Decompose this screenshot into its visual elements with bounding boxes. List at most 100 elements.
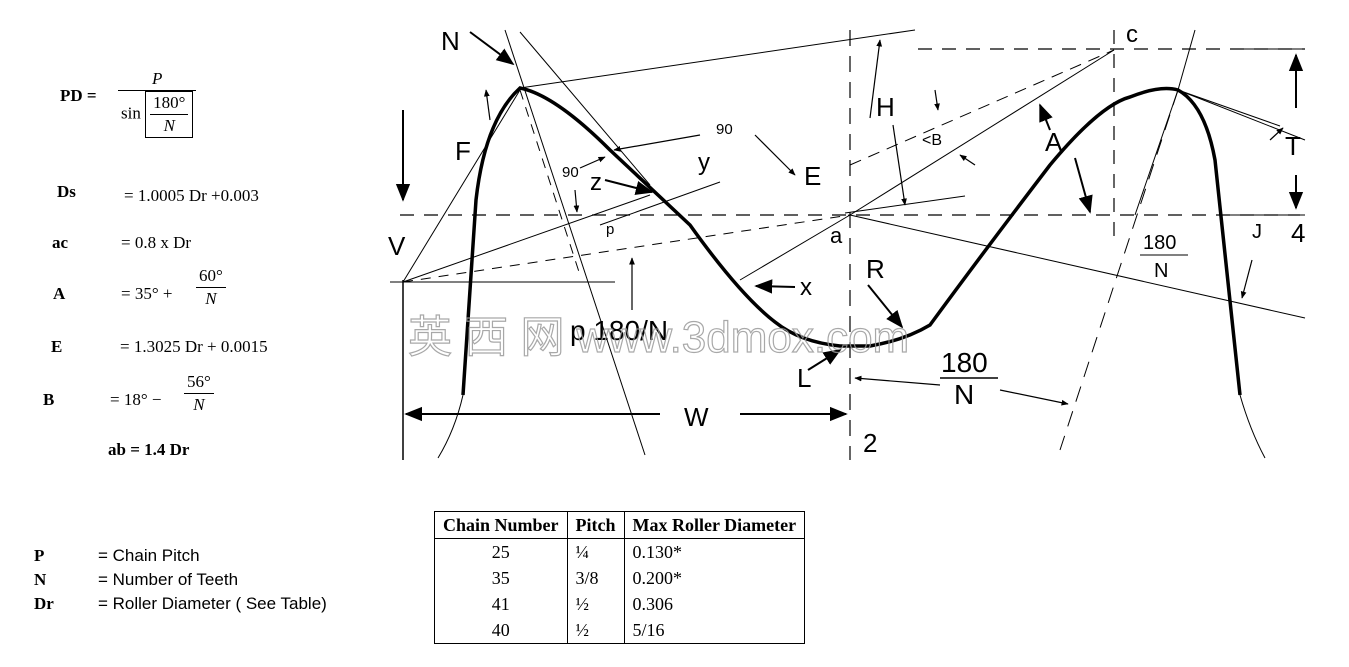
label-180-small-num: 180 xyxy=(1143,232,1176,254)
label-h: H xyxy=(876,92,895,122)
label-v: V xyxy=(388,231,406,261)
label-f: F xyxy=(455,136,471,166)
construction-line xyxy=(1177,89,1281,127)
ab-equation: ab = 1.4 Dr xyxy=(108,440,189,460)
label-l: L xyxy=(797,363,811,393)
header-chain-number: Chain Number xyxy=(434,511,568,539)
arrow-j-top xyxy=(1269,127,1284,141)
table-cell: 35 xyxy=(434,565,568,591)
label-a: a xyxy=(830,223,843,248)
arrow-z xyxy=(604,179,654,195)
b-denominator: N xyxy=(193,395,205,414)
table-cell: ¼ xyxy=(566,538,625,565)
construction-line xyxy=(1177,89,1306,141)
b-numerator: 56° xyxy=(184,371,214,394)
a-label: A xyxy=(53,284,66,303)
construction-line xyxy=(1059,89,1179,451)
b-label: B xyxy=(43,390,55,409)
construction-line xyxy=(402,89,521,283)
label-c: c xyxy=(1126,21,1138,48)
construction-line xyxy=(739,214,851,281)
arrow-l xyxy=(807,349,842,371)
label-e: E xyxy=(804,161,821,191)
table-cell: 0.306 xyxy=(623,591,806,617)
table-cell: 0.130* xyxy=(623,538,806,565)
legend-key: Dr xyxy=(34,594,54,613)
pd-sin: sin xyxy=(121,103,141,123)
a-equation: = 35° + xyxy=(121,284,173,303)
header-max-roller: Max Roller Diameter xyxy=(623,511,806,539)
pd-inner-den: N xyxy=(163,116,175,135)
legend-value: = Roller Diameter ( See Table) xyxy=(98,594,327,613)
e-label: E xyxy=(51,337,63,356)
arrow-180n-left xyxy=(854,375,941,386)
arrow-b-bottom xyxy=(959,154,976,166)
arrow-r xyxy=(867,284,904,329)
label-4: 4 xyxy=(1291,218,1305,248)
ac-equation: = 0.8 x Dr xyxy=(121,233,192,252)
arrow-x xyxy=(754,279,796,294)
arrow-e xyxy=(754,134,796,176)
construction-line xyxy=(599,181,721,226)
table-header-row: Chain Number Pitch Max Roller Diameter xyxy=(434,511,806,539)
label-r: R xyxy=(866,254,885,284)
label-n: N xyxy=(441,26,460,56)
construction-line xyxy=(519,31,651,186)
arrow-90-left-a xyxy=(579,156,606,169)
label-90-left: 90 xyxy=(562,164,579,181)
construction-line xyxy=(1177,29,1196,91)
ab-text: ab = 1.4 Dr xyxy=(108,440,190,459)
table-cell: ½ xyxy=(566,591,625,617)
construction-line xyxy=(519,89,581,276)
tooth-profile xyxy=(461,86,1242,396)
table-cell: 0.200* xyxy=(623,565,806,591)
label-180-small-den: N xyxy=(1154,260,1168,282)
legend-value: = Chain Pitch xyxy=(98,546,200,565)
table-cell: ½ xyxy=(566,617,625,644)
b-fraction: 56° N xyxy=(184,371,214,416)
table-row: 35 3/8 0.200* xyxy=(434,565,806,591)
chain-table: Chain Number Pitch Max Roller Diameter 2… xyxy=(434,511,806,644)
table-row: 41 ½ 0.306 xyxy=(434,591,806,617)
arrow-180n-right xyxy=(999,389,1069,406)
pd-inner-num: 180° xyxy=(150,92,189,115)
label-t: T xyxy=(1285,131,1301,161)
tooth-tail-left xyxy=(437,394,464,459)
arrow-h-up xyxy=(869,39,883,119)
arrow-a-up xyxy=(1039,103,1053,131)
construction-line xyxy=(849,49,1115,166)
label-90-top: 90 xyxy=(716,121,733,138)
pd-bracket: 180° N xyxy=(145,91,194,138)
legend-key: N xyxy=(34,570,47,589)
arrow-j-bottom xyxy=(1240,259,1253,299)
table-row: 25 ¼ 0.130* xyxy=(434,538,806,565)
a-numerator: 60° xyxy=(196,265,226,288)
a-fraction: 60° N xyxy=(196,265,226,310)
construction-line xyxy=(504,29,646,456)
label-y: y xyxy=(698,149,710,176)
header-pitch: Pitch xyxy=(566,511,625,539)
construction-line xyxy=(1134,89,1179,216)
arrow-b-top xyxy=(934,89,940,111)
ac-label: ac xyxy=(52,233,69,252)
tooth-tail-right xyxy=(1239,394,1266,459)
e-equation: = 1.3025 Dr + 0.0015 xyxy=(120,337,268,356)
ds-equation: = 1.0005 Dr +0.003 xyxy=(124,186,259,205)
table-cell: 3/8 xyxy=(566,565,625,591)
table-cell: 25 xyxy=(434,538,568,565)
watermark: 英 西 网 www.3dmox.com xyxy=(408,313,909,362)
arrow-90-top xyxy=(613,134,701,152)
pd-numerator: P xyxy=(118,68,197,91)
label-b: <B xyxy=(922,132,942,149)
label-p-small: p xyxy=(606,221,614,238)
arrow-n xyxy=(469,31,515,66)
label-j: J xyxy=(1252,221,1262,243)
construction-line xyxy=(402,214,851,283)
label-180-big-num: 180 xyxy=(941,347,988,378)
legend-value: = Number of Teeth xyxy=(98,570,239,589)
construction-line xyxy=(849,214,1306,319)
arrow-f-top xyxy=(484,89,491,121)
construction-line xyxy=(519,29,916,89)
legend-row-dr: Dr = Roller Diameter ( See Table) xyxy=(34,594,327,614)
